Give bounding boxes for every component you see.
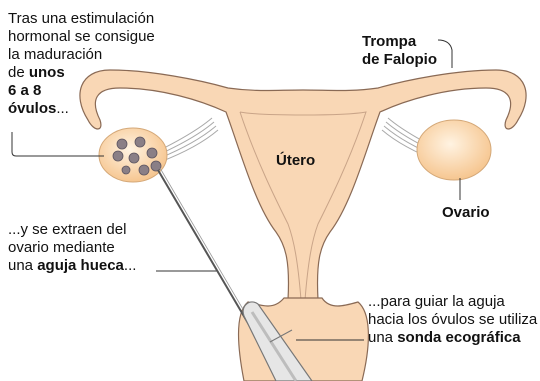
caption-ultrasound: ...para guiar la aguja hacia los óvulos … xyxy=(368,293,538,346)
right-ovary xyxy=(416,119,492,181)
label-ovary: Ovario xyxy=(442,204,490,221)
label-uterus: Útero xyxy=(276,152,316,169)
caption-extraction: ...y se extraen del ovario mediante una … xyxy=(8,221,137,274)
leader-lines xyxy=(11,39,461,341)
ultrasound-probe xyxy=(242,301,313,381)
uterus-and-tubes xyxy=(79,69,527,331)
uterine-cavity xyxy=(239,111,367,301)
oocytes xyxy=(112,136,162,176)
left-ligament xyxy=(159,117,219,163)
caption-stimulation: Tras una estimulación hormonal se consig… xyxy=(8,10,155,117)
label-fallopian-tube: Trompa de Falopio xyxy=(362,33,437,68)
